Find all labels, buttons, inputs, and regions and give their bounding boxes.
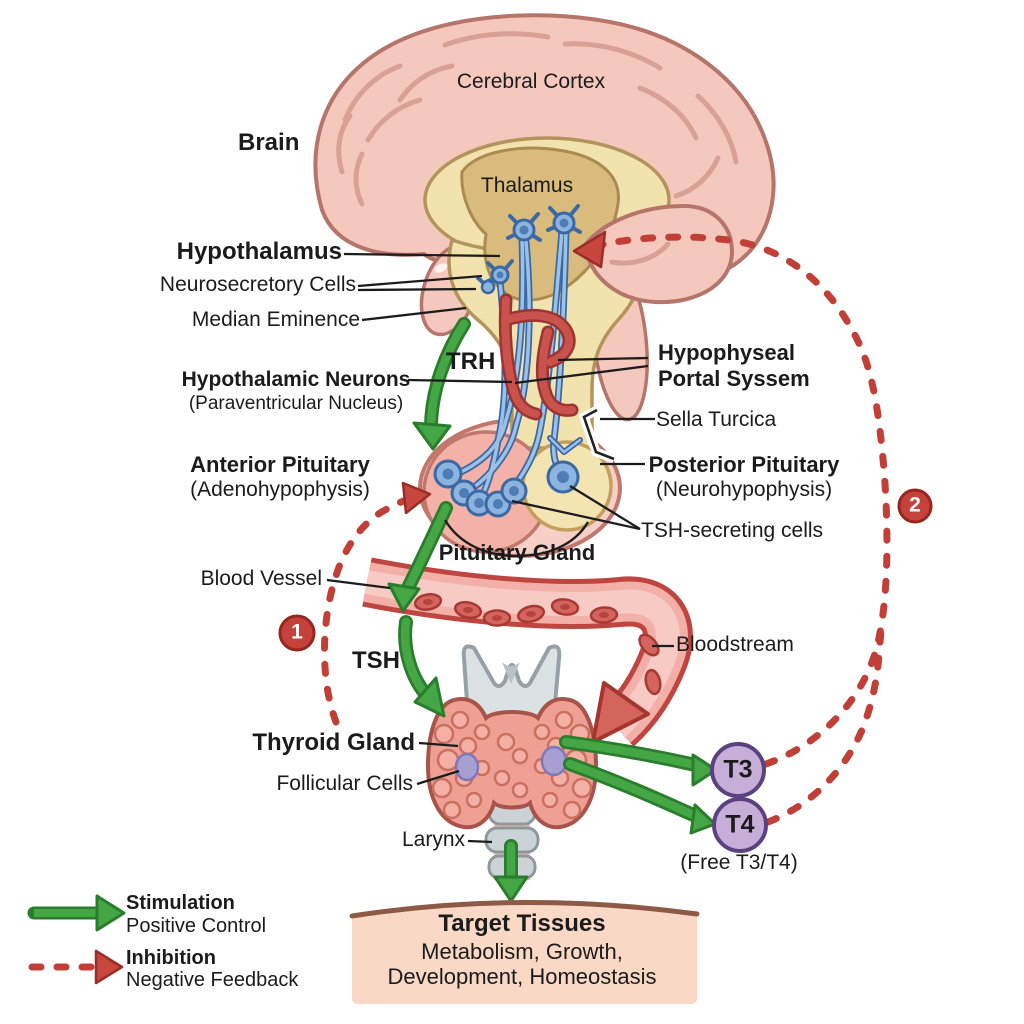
step-2-marker: 2 — [909, 493, 921, 517]
t4-badge-circle — [712, 797, 768, 853]
hypothalamic-neurons-line2: (Paraventricular Nucleus) — [188, 392, 404, 414]
tsh-label: TSH — [352, 647, 400, 674]
pituitary-gland-bracket — [444, 519, 589, 558]
trh-arrow — [426, 319, 469, 433]
cerebral-cortex-label: Cerebral Cortex — [456, 70, 606, 93]
bloodstream-label: Bloodstream — [676, 633, 794, 656]
posterior-pituitary-line1: Posterior Pituitary — [648, 452, 840, 477]
inhibition-paths — [320, 233, 891, 826]
brain-gyri — [336, 31, 739, 207]
target-tissues-line2: Development, Homeostasis — [387, 964, 657, 989]
tsh-secreting-cells-label: TSH-secreting cells — [641, 519, 824, 542]
larynx-label: Larynx — [401, 828, 465, 851]
hypothalamic-neurons-line1: Hypothalamic Neurons — [181, 368, 411, 391]
follicular-cell-left — [454, 752, 480, 782]
t3-arrow — [561, 737, 705, 771]
anterior-pituitary-label: Anterior Pituitary (Adenohypophysis) — [190, 452, 370, 503]
laryngeal-notch — [502, 662, 520, 684]
feedback-path-1 — [320, 496, 410, 726]
neuron-cell-bodies — [476, 204, 582, 295]
step-1-marker: 1 — [291, 620, 303, 644]
legend-inhibition-title: Inhibition — [126, 947, 216, 969]
posterior-pituitary-line2: (Neurohypophysis) — [655, 477, 833, 501]
hypothalamic-neurons-label: Hypothalamic Neurons (Paraventricular Nu… — [182, 368, 411, 415]
t3-badge: T3 — [723, 755, 753, 784]
target-tissues-title: Target Tissues — [438, 910, 606, 937]
step-markers — [278, 488, 933, 652]
median-eminence-highlight — [434, 263, 448, 273]
portal-vessels — [498, 293, 579, 421]
hormone-badges — [710, 742, 768, 853]
red-blood-cell-nuclei — [423, 599, 609, 621]
target-tissues-line1: Metabolism, Growth, — [421, 939, 623, 964]
anterior-secretory-cells — [433, 459, 528, 518]
trh-label: TRH — [446, 348, 496, 375]
brain-label: Brain — [238, 129, 300, 156]
legend-inhibition-subtitle: Negative Feedback — [126, 969, 299, 991]
marker-1-circle — [278, 614, 316, 652]
bloodstream-arrowhead — [591, 681, 650, 744]
tsh-arrow-upper — [402, 503, 451, 595]
median-eminence-label: Median Eminence — [191, 308, 360, 331]
pituitary-gland-label: Pituitary Gland — [438, 540, 596, 565]
blood-vessel-illustration — [362, 557, 693, 747]
legend-stimulation-subtitle: Positive Control — [126, 915, 267, 937]
legend-stimulation-title: Stimulation — [126, 892, 235, 914]
posterior-pituitary-label: Posterior Pituitary (Neurohypophysis) — [649, 452, 840, 503]
sella-turcica-bracket — [578, 406, 616, 464]
legend-glyphs — [27, 894, 126, 985]
target-tissues-box — [349, 899, 700, 1004]
t4-arrow — [565, 759, 703, 822]
neurosecretory-cells-label: Neurosecretory Cells — [159, 273, 356, 296]
stimulation-arrows — [387, 317, 718, 903]
marker-2-circle — [897, 488, 933, 524]
hypophyseal-line1: Hypophyseal — [658, 340, 795, 365]
green-arrowheads — [387, 421, 718, 903]
thyroid-gland-label: Thyroid Gland — [252, 729, 415, 756]
hypothalamus-label: Hypothalamus — [176, 238, 342, 265]
sella-turcica-label: Sella Turcica — [656, 408, 777, 431]
free-t3-t4-label: (Free T3/T4) — [680, 851, 798, 874]
red-arrowheads — [401, 230, 607, 515]
leader-lines — [326, 252, 674, 844]
thalamus-label: Thalamus — [480, 174, 574, 197]
t3-badge-circle — [710, 742, 766, 798]
anterior-pituitary-line2: (Adenohypophysis) — [190, 477, 370, 501]
follicular-cell-right — [540, 745, 568, 777]
thalamus-region — [460, 146, 620, 302]
blood-vessel-label: Blood Vessel — [200, 567, 322, 590]
hypophyseal-portal-system-label: Hypophyseal Portal Syssem — [658, 340, 810, 392]
feedback-path-2b — [764, 623, 885, 826]
t4-badge: T4 — [725, 810, 755, 839]
follicular-cells-label: Follicular Cells — [276, 772, 413, 795]
posterior-nerve-ending — [546, 435, 583, 494]
hypophyseal-line2: Portal Syssem — [658, 365, 810, 391]
anterior-pituitary-line1: Anterior Pituitary — [190, 452, 370, 477]
